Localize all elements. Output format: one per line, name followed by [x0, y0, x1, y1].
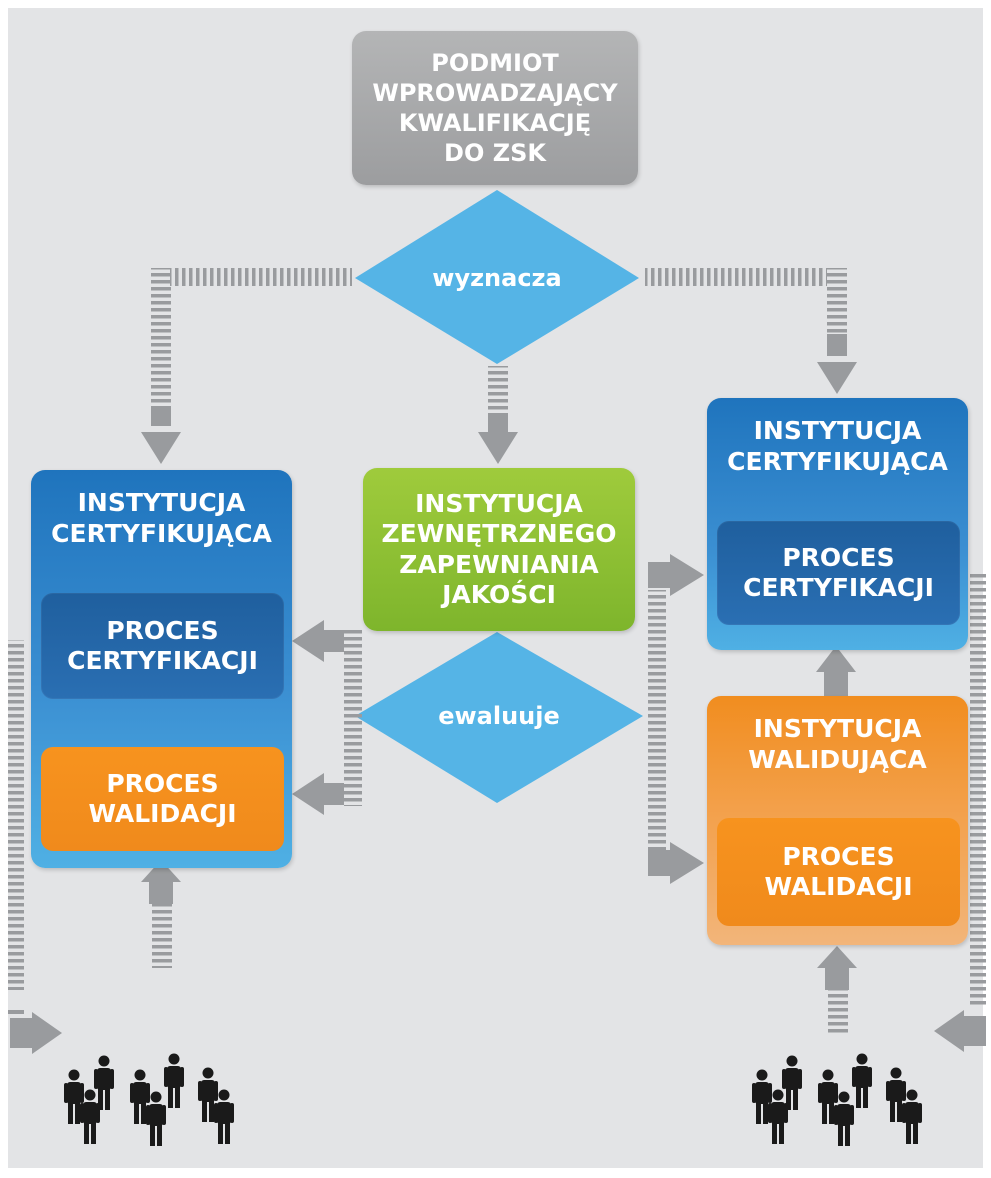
- person-icon: [94, 1055, 114, 1110]
- person-icon: [164, 1053, 184, 1108]
- arrow-icon: [817, 362, 857, 394]
- connector-evaluates-left: [292, 620, 362, 815]
- certification-process-left: PROCES CERTYFIKACJI: [41, 593, 284, 699]
- arrow-icon: [934, 1010, 964, 1052]
- validation-process-left: PROCES WALIDACJI: [41, 747, 284, 851]
- certifying-institution-left-title: INSTYTUCJA CERTYFIKUJĄCA: [51, 488, 272, 548]
- validation-process-right: PROCES WALIDACJI: [717, 818, 960, 926]
- arrow-icon: [816, 646, 856, 672]
- validation-process-right-label: PROCES WALIDACJI: [764, 841, 913, 902]
- diamond-appoints-label: wyznacza: [432, 264, 562, 292]
- arrow-icon: [141, 432, 181, 464]
- arrow-icon: [670, 554, 704, 596]
- certification-process-right-label: PROCES CERTYFIKACJI: [743, 542, 934, 603]
- person-icon: [852, 1053, 872, 1108]
- qualification-introducing-entity: PODMIOT WPROWADZAJĄCY KWALIFIKACJĘ DO ZS…: [352, 31, 638, 185]
- connector-evaluates-right: [648, 554, 704, 884]
- arrow-icon: [32, 1012, 62, 1054]
- external-quality-assurance-institution: INSTYTUCJA ZEWNĘTRZNEGO ZAPEWNIANIA JAKO…: [363, 468, 635, 631]
- connector-appoints-right: [645, 268, 857, 394]
- person-icon: [782, 1055, 802, 1110]
- people-group-right: [752, 1053, 922, 1146]
- connector-people-right-up: [817, 946, 857, 1034]
- diamond-evaluates-label: ewaluuje: [438, 702, 560, 730]
- arrow-validation-to-certification-right: [816, 646, 856, 696]
- arrow-icon: [292, 773, 324, 815]
- certification-process-left-label: PROCES CERTYFIKACJI: [67, 615, 258, 676]
- diamond-evaluates-shape: [355, 632, 643, 803]
- qualification-introducing-entity-label: PODMIOT WPROWADZAJĄCY KWALIFIKACJĘ DO ZS…: [372, 49, 618, 167]
- connector-people-left-up: [141, 860, 181, 968]
- arrow-icon: [292, 620, 324, 662]
- certifying-institution-right-title: INSTYTUCJA CERTYFIKUJĄCA: [727, 416, 948, 476]
- validation-process-left-label: PROCES WALIDACJI: [88, 768, 237, 829]
- arrow-icon: [141, 860, 181, 882]
- connector-certification-right-to-people: [934, 572, 986, 1052]
- arrow-icon: [478, 432, 518, 464]
- connector-certification-left-to-people: [8, 640, 62, 1054]
- validating-institution-right: INSTYTUCJA WALIDUJĄCA PROCES WALIDACJI: [707, 696, 968, 945]
- arrow-icon: [817, 946, 857, 968]
- people-group-left: [64, 1053, 234, 1146]
- certifying-institution-left: INSTYTUCJA CERTYFIKUJĄCA PROCES CERTYFIK…: [31, 470, 292, 868]
- validating-institution-right-title: INSTYTUCJA WALIDUJĄCA: [748, 714, 927, 774]
- certifying-institution-right: INSTYTUCJA CERTYFIKUJĄCA PROCES CERTYFIK…: [707, 398, 968, 650]
- external-quality-assurance-label: INSTYTUCJA ZEWNĘTRZNEGO ZAPEWNIANIA JAKO…: [381, 488, 617, 610]
- connector-appoints-center: [478, 366, 518, 464]
- connector-appoints-left: [141, 268, 352, 464]
- certification-process-right: PROCES CERTYFIKACJI: [717, 521, 960, 625]
- arrow-icon: [670, 842, 704, 884]
- diamond-appoints-shape: [355, 190, 639, 364]
